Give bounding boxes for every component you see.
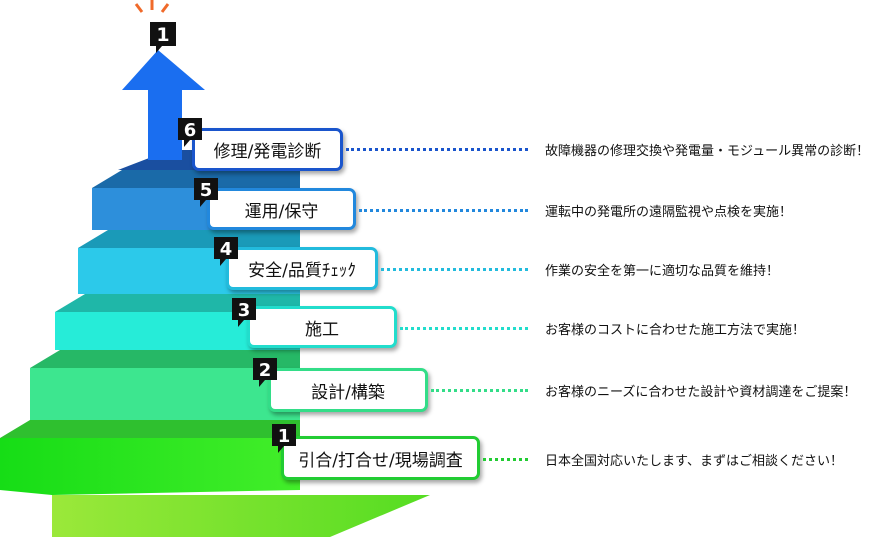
- step-badge-4: 4: [212, 235, 238, 266]
- up-arrow: [122, 50, 205, 160]
- stair-step-1-face: [0, 438, 300, 495]
- step-label-2-text: 設計/構築: [311, 382, 385, 403]
- step-1-description: 日本全国対応いたします、まずはご相談ください！: [545, 454, 843, 469]
- stair-step-4-top: [78, 230, 300, 248]
- step-3-description: お客様のコストに合わせた施工方法で実施！: [545, 323, 806, 338]
- step-badge-2-number: 2: [259, 360, 272, 381]
- step-label-6: 修理/発電診断: [192, 128, 343, 171]
- step-badge-6-number: 6: [184, 120, 197, 141]
- connector-step-6: [346, 148, 528, 151]
- step-label-2: 設計/構築: [268, 368, 428, 412]
- connector-step-5: [359, 209, 528, 212]
- connector-step-4: [381, 268, 528, 271]
- step-badge-5: 5: [192, 176, 218, 207]
- step-label-1: 引合/打合せ/現場調査: [281, 436, 480, 480]
- step-badge-2: 2: [251, 356, 277, 387]
- step-6-description: 故障機器の修理交換や発電量・モジュール異常の診断！: [545, 144, 870, 159]
- step-badge-3: 3: [230, 296, 256, 327]
- step-label-6-text: 修理/発電診断: [213, 142, 322, 162]
- arrow-badge: 1: [148, 20, 178, 54]
- step-label-5-text: 運用/保守: [244, 201, 319, 222]
- step-badge-5-number: 5: [200, 180, 213, 201]
- spark-icon: [134, 0, 170, 13]
- step-label-4-text: 安全/品質ﾁｪｯｸ: [248, 261, 356, 281]
- connector-step-2: [431, 389, 528, 392]
- step-label-3: 施工: [247, 306, 397, 348]
- arrow-badge-number: 1: [156, 24, 169, 46]
- connector-step-3: [400, 327, 528, 330]
- stair-base-slab: [52, 495, 430, 537]
- step-badge-1: 1: [270, 422, 296, 453]
- step-badge-3-number: 3: [238, 300, 251, 321]
- stair-step-1-top: [0, 420, 300, 438]
- step-label-4: 安全/品質ﾁｪｯｸ: [226, 247, 378, 290]
- step-label-1-text: 引合/打合せ/現場調査: [298, 450, 463, 471]
- badge-icon: 1: [150, 22, 176, 53]
- step-label-3-text: 施工: [305, 319, 339, 340]
- step-badge-6: 6: [176, 116, 202, 147]
- stair-step-2-top: [30, 350, 300, 368]
- step-badge-1-number: 1: [278, 426, 291, 447]
- step-2-description: お客様のニーズに合わせた設計や資材調達をご提案！: [545, 385, 857, 400]
- step-4-description: 作業の安全を第一に適切な品質を維持！: [545, 264, 780, 279]
- step-badge-4-number: 4: [220, 239, 233, 260]
- step-5-description: 運転中の発電所の遠隔監視や点検を実施！: [545, 205, 793, 220]
- step-label-5: 運用/保守: [207, 188, 356, 230]
- connector-step-1: [483, 458, 528, 461]
- stair-step-2-face: [30, 368, 300, 420]
